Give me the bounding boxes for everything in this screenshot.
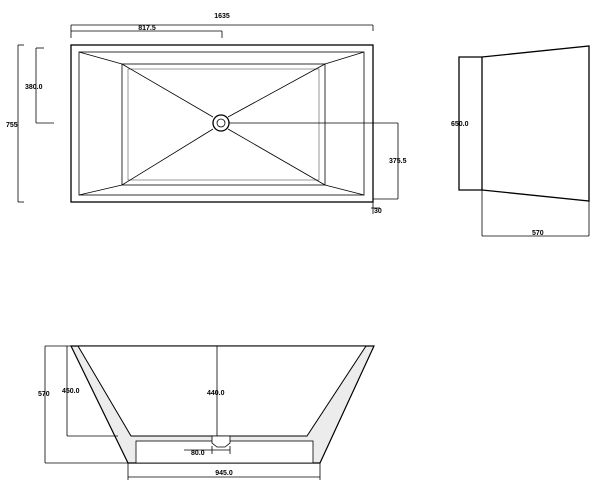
dim-drain-spacing: 80.0 <box>191 450 205 457</box>
front-inner-basin <box>77 345 367 437</box>
plan-view: 1635 817.5 755 380.0 375.5 30 <box>6 13 407 215</box>
dim-overall-height: 570 <box>38 391 50 398</box>
plan-slope-line <box>78 51 123 65</box>
dim-end-height: 650.0 <box>451 121 469 128</box>
dim-overall-depth: 755 <box>6 122 18 129</box>
drain-icon <box>212 114 230 132</box>
dim-inner-depth: 450.0 <box>62 388 80 395</box>
plan-diagonal <box>227 63 326 118</box>
plan-diagonal <box>121 128 214 186</box>
dim-base-width: 945.0 <box>215 470 233 477</box>
plan-slope-line <box>324 51 365 65</box>
plan-slope-line <box>324 184 365 196</box>
dim-center-depth: 440.0 <box>207 390 225 397</box>
dim-end-base-width: 570 <box>532 230 544 237</box>
plan-slope-line <box>78 184 123 196</box>
dim-rim-thickness: 30 <box>374 208 382 215</box>
plan-basin-floor <box>121 63 326 186</box>
dim-drain-offset-depth: 380.0 <box>25 84 43 91</box>
end-profile-outline <box>458 45 590 202</box>
plan-diagonal <box>121 63 214 118</box>
plan-diagonal <box>227 128 326 186</box>
dim-overall-width: 1635 <box>214 13 230 20</box>
end-view: 650.0 570 <box>451 45 590 237</box>
front-view: 440.0 570 450.0 80.0 945.0 <box>38 345 375 480</box>
plan-basin-floor-inner <box>127 68 320 181</box>
dim-drain-to-edge: 375.5 <box>389 158 407 165</box>
plan-outer-rim <box>70 44 374 203</box>
front-drain <box>211 435 231 448</box>
drain-inner-icon <box>216 118 226 128</box>
dim-half-width: 817.5 <box>138 25 156 32</box>
plan-inner-rim <box>78 51 365 196</box>
